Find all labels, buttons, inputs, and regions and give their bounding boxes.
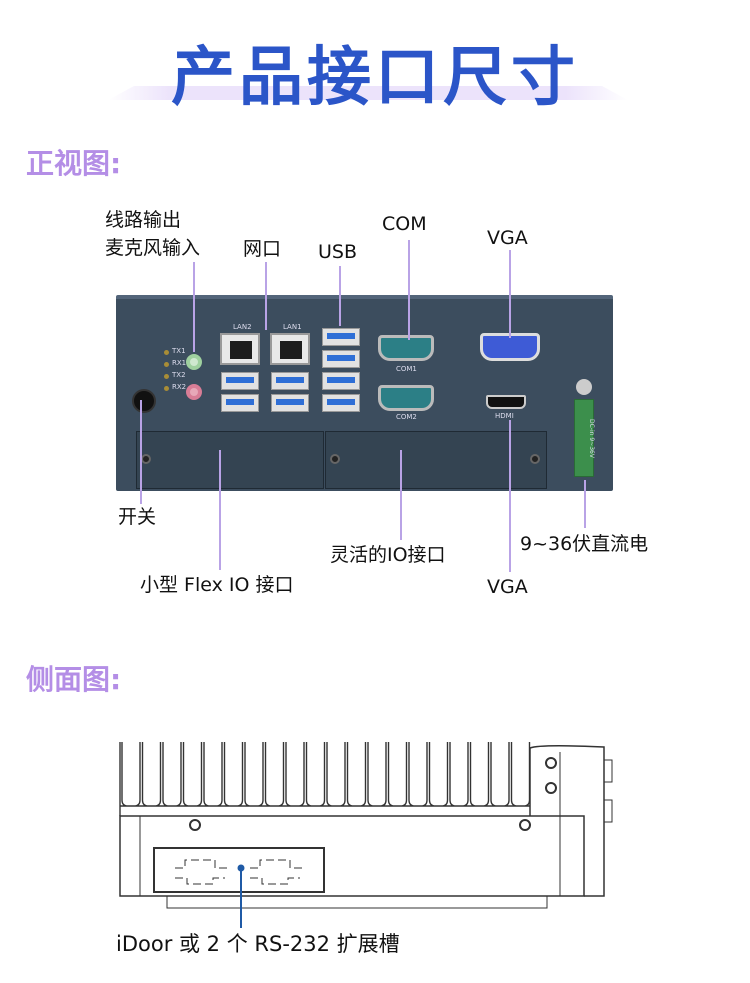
leader-line xyxy=(265,262,267,330)
leader-line xyxy=(584,480,586,528)
heatsink-fins xyxy=(119,742,531,816)
com1-label: COM1 xyxy=(396,365,417,373)
label-idoor-slot: iDoor 或 2 个 RS-232 扩展槽 xyxy=(116,932,400,956)
chassis-base xyxy=(166,895,548,909)
hdmi-port xyxy=(486,395,526,409)
dc-power-terminal xyxy=(574,399,594,477)
led-label: RX2 xyxy=(172,383,187,391)
usb-port xyxy=(221,372,259,390)
heatsink-fin-outline xyxy=(119,742,531,816)
leader-line xyxy=(408,240,410,340)
label-small-flex-io: 小型 Flex IO 接口 xyxy=(140,574,294,596)
leader-line xyxy=(509,420,511,572)
usb-port xyxy=(322,372,360,390)
label-usb: USB xyxy=(318,241,358,263)
mic-in-jack xyxy=(186,384,202,400)
leader-line xyxy=(339,266,341,326)
label-com: COM xyxy=(382,213,427,235)
label-line-out: 线路输出 xyxy=(105,209,182,231)
label-lan: 网口 xyxy=(243,238,282,260)
chassis-end xyxy=(529,744,605,897)
led-tx2 xyxy=(164,374,169,379)
label-dc-power: 9~36伏直流电 xyxy=(520,533,649,555)
led-label: TX2 xyxy=(172,371,186,379)
usb-port xyxy=(322,328,360,346)
usb-port xyxy=(221,394,259,412)
ground-screw xyxy=(576,379,592,395)
lan1-label: LAN1 xyxy=(283,323,302,331)
power-button[interactable] xyxy=(132,389,156,413)
screw-icon xyxy=(545,757,557,769)
label-vga-top: VGA xyxy=(487,227,528,249)
usb-port xyxy=(322,350,360,368)
hdmi-label: HDMI xyxy=(495,412,514,420)
leader-line xyxy=(140,400,142,504)
screw-icon xyxy=(545,782,557,794)
lan2-label: LAN2 xyxy=(233,323,252,331)
rs232-outline xyxy=(250,859,302,885)
label-vga-bottom: VGA xyxy=(487,576,528,598)
screw-icon xyxy=(189,819,201,831)
label-flexible-io: 灵活的IO接口 xyxy=(330,544,446,566)
usb-port xyxy=(322,394,360,412)
usb-port xyxy=(271,394,309,412)
leader-line xyxy=(509,250,511,338)
page-title: 产品接口尺寸 xyxy=(171,41,579,115)
led-rx2 xyxy=(164,386,169,391)
lan2-port xyxy=(220,333,260,365)
small-flex-io-cover xyxy=(136,431,324,489)
leader-line xyxy=(193,262,195,352)
label-power-switch: 开关 xyxy=(118,506,157,528)
leader-line xyxy=(400,450,402,540)
usb-port xyxy=(271,372,309,390)
lan1-port xyxy=(270,333,310,365)
led-label: RX1 xyxy=(172,359,187,367)
led-label: TX1 xyxy=(172,347,186,355)
led-rx1 xyxy=(164,362,169,367)
title-underline xyxy=(108,86,628,100)
front-view-heading: 正视图: xyxy=(26,147,122,180)
screw-icon xyxy=(519,819,531,831)
label-mic-in: 麦克风输入 xyxy=(105,237,201,259)
rs232-outline xyxy=(175,859,227,885)
com1-port xyxy=(378,335,434,361)
led-tx1 xyxy=(164,350,169,355)
line-out-jack xyxy=(186,354,202,370)
com2-port xyxy=(378,385,434,411)
com2-label: COM2 xyxy=(396,413,417,421)
dc-in-label: DC-in 9~36V xyxy=(588,419,595,458)
side-view-heading: 侧面图: xyxy=(26,663,122,696)
leader-line xyxy=(219,450,221,570)
